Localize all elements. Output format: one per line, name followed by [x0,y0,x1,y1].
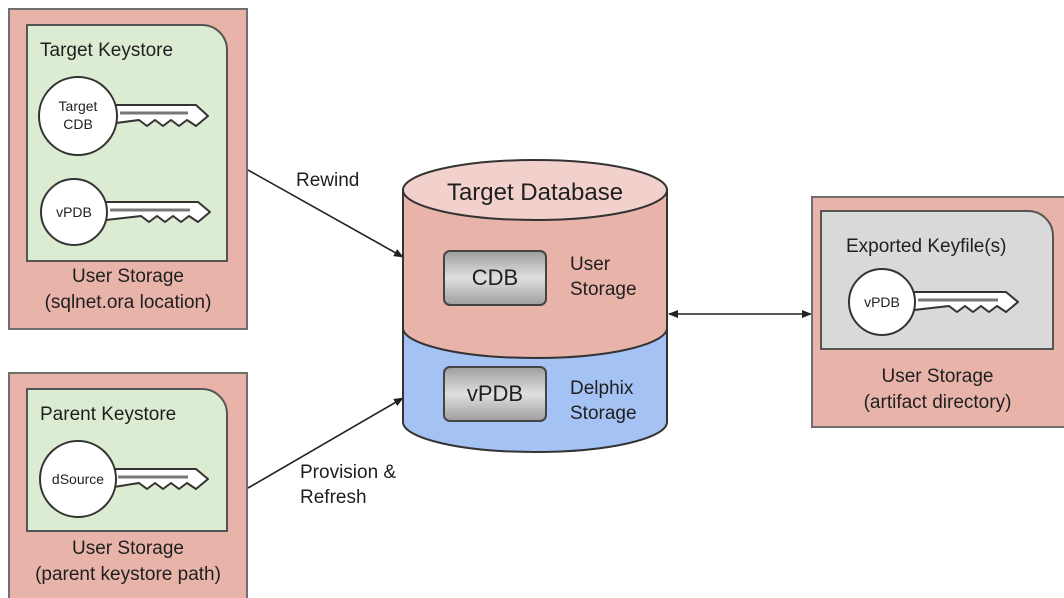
rewind-label: Rewind [296,170,360,191]
exported-vpdb-key-icon: vPDB [848,262,1028,352]
artifact-storage-caption: User Storage (artifact directory) [863,366,1012,413]
target-vpdb-key-label: vPDB [56,204,92,220]
dsource-key-icon: dSource [38,438,218,528]
user-storage-label: User Storage [570,254,637,300]
target-database-title: Target Database [446,179,624,206]
cdb-box: CDB [443,250,547,306]
delphix-storage-label: Delphix Storage [570,378,637,424]
parent-keystore-title: Parent Keystore [40,404,177,425]
target-cdb-key-label: Target CDB [58,98,98,132]
target-cdb-key-icon: Target CDB [38,76,218,166]
target-vpdb-key-icon: vPDB [40,172,220,262]
target-storage-caption: User Storage (sqlnet.ora location) [44,266,212,313]
provision-refresh-label: Provision & Refresh [300,462,397,508]
parent-storage-caption: User Storage (parent keystore path) [35,538,221,585]
vpdb-box: vPDB [443,366,547,422]
target-keystore-title: Target Keystore [40,40,174,61]
dsource-key-label: dSource [51,471,105,487]
exported-keyfile-title: Exported Keyfile(s) [846,236,1007,257]
exported-vpdb-key-label: vPDB [864,294,900,310]
